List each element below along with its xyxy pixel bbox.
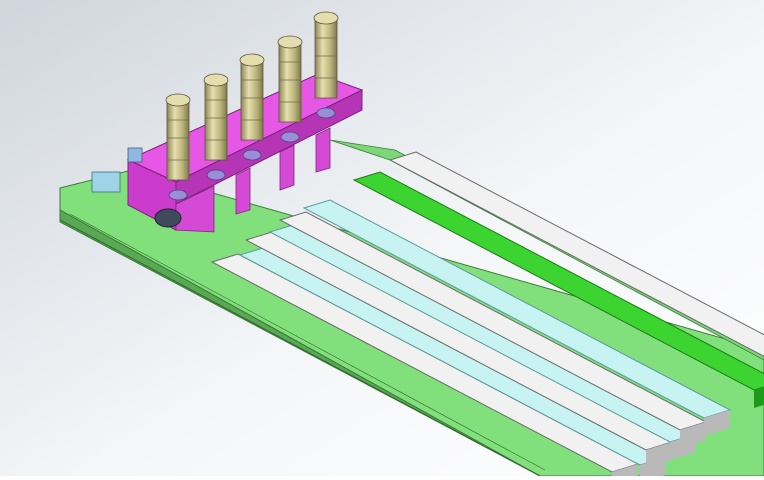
fixture-leg-2 [235, 167, 251, 215]
cylinder-1[interactable] [165, 93, 191, 201]
cylinder-group [165, 11, 339, 201]
strip-group [210, 151, 764, 480]
base-plate-rear-rail [329, 139, 764, 361]
side-clamp-knob [154, 208, 182, 228]
strip-green-end-face [754, 386, 764, 408]
cylinder-2-mount-ring [206, 169, 226, 181]
cylinder-3-cap [239, 53, 265, 67]
strip-back [388, 151, 764, 357]
strip-3-end-face [646, 442, 672, 468]
cylinder-3[interactable] [239, 53, 265, 161]
cylinder-4[interactable] [277, 35, 303, 143]
strip-green [352, 171, 764, 391]
cylinder-3-mount-ring [242, 149, 262, 161]
cylinder-2-cap [203, 73, 229, 87]
cylinder-3-body [240, 59, 264, 141]
cylinder-2-body [204, 79, 228, 161]
base-plate-front-edge [59, 209, 541, 477]
cylinder-5-body [314, 17, 338, 99]
side-connector-block-2 [127, 147, 143, 163]
strip-5-end-face [680, 422, 706, 448]
cylinder-4-cap [277, 35, 303, 49]
fixture-leg-4 [315, 127, 331, 173]
cylinder-5-mount-ring [316, 107, 336, 119]
fixture-leg-3 [279, 144, 295, 191]
cylinder-1-mount-ring [168, 189, 188, 201]
cylinder-2[interactable] [203, 73, 229, 181]
strip-6-end-face [704, 410, 730, 436]
cylinder-1-cap [165, 93, 191, 107]
cylinder-4-mount-ring [280, 131, 300, 143]
cylinder-5[interactable] [313, 11, 339, 119]
side-connector-block [91, 171, 121, 193]
cylinder-4-body [278, 41, 302, 123]
cylinder-5-cap [313, 11, 339, 25]
cylinder-1-body [166, 99, 190, 181]
